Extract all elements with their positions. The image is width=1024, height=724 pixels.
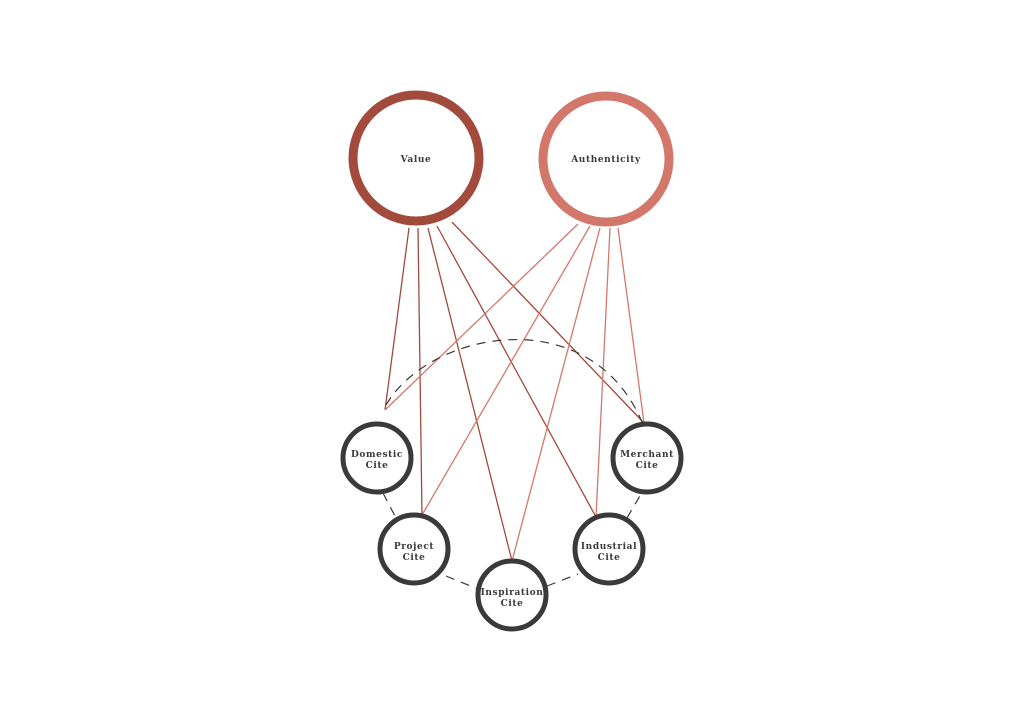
merchant-cite-circle	[610, 421, 684, 495]
inspiration-cite-circle	[475, 558, 549, 632]
industrial-cite-node: Industrial Cite	[572, 512, 646, 586]
inspiration-cite-label-line1: Inspiration	[481, 588, 544, 598]
domestic-cite-label-line2: Cite	[366, 461, 389, 471]
industrial-cite-circle	[572, 512, 646, 586]
authenticity-circle	[538, 91, 674, 227]
edge-authenticity-inspiration	[511, 227, 601, 562]
edge-value-inspiration	[427, 227, 513, 562]
edge-authenticity-domestic	[384, 223, 579, 411]
inspiration-cite-node: Inspiration Cite	[475, 558, 549, 632]
connector-lines	[384, 221, 645, 562]
project-cite-circle	[377, 512, 451, 586]
edge-value-industrial	[436, 225, 597, 518]
industrial-cite-label-line1: Industrial	[581, 542, 637, 552]
merchant-cite-label-line2: Cite	[636, 461, 659, 471]
domestic-cite-circle	[340, 421, 414, 495]
edge-authenticity-merchant	[617, 227, 645, 424]
domestic-cite-node: Domestic Cite	[340, 421, 414, 495]
edge-value-merchant	[451, 221, 645, 424]
project-cite-label-line2: Cite	[403, 553, 426, 563]
dashed-arc-top	[385, 339, 643, 423]
domestic-cite-label-line1: Domestic	[351, 450, 403, 460]
edge-value-domestic	[384, 227, 410, 411]
industrial-cite-label-line2: Cite	[598, 553, 621, 563]
dashed-arc-industrial-merchant	[626, 493, 642, 519]
value-circle	[348, 90, 484, 226]
value-node: Value	[348, 90, 484, 226]
edge-authenticity-industrial	[595, 227, 611, 518]
inspiration-cite-label-line2: Cite	[501, 599, 524, 609]
dashed-arc-domestic-project	[382, 492, 397, 519]
project-cite-label-line1: Project	[394, 542, 435, 552]
dashed-arc-inspiration-industrial	[546, 573, 579, 587]
edge-authenticity-project	[421, 225, 591, 516]
project-cite-node: Project Cite	[377, 512, 451, 586]
merchant-cite-node: Merchant Cite	[610, 421, 684, 495]
authenticity-label: Authenticity	[570, 155, 641, 165]
merchant-cite-label-line1: Merchant	[620, 450, 674, 460]
authenticity-node: Authenticity	[538, 91, 674, 227]
edge-value-project	[417, 227, 423, 516]
dashed-arc-project-inspiration	[445, 575, 479, 590]
value-label: Value	[400, 155, 432, 165]
